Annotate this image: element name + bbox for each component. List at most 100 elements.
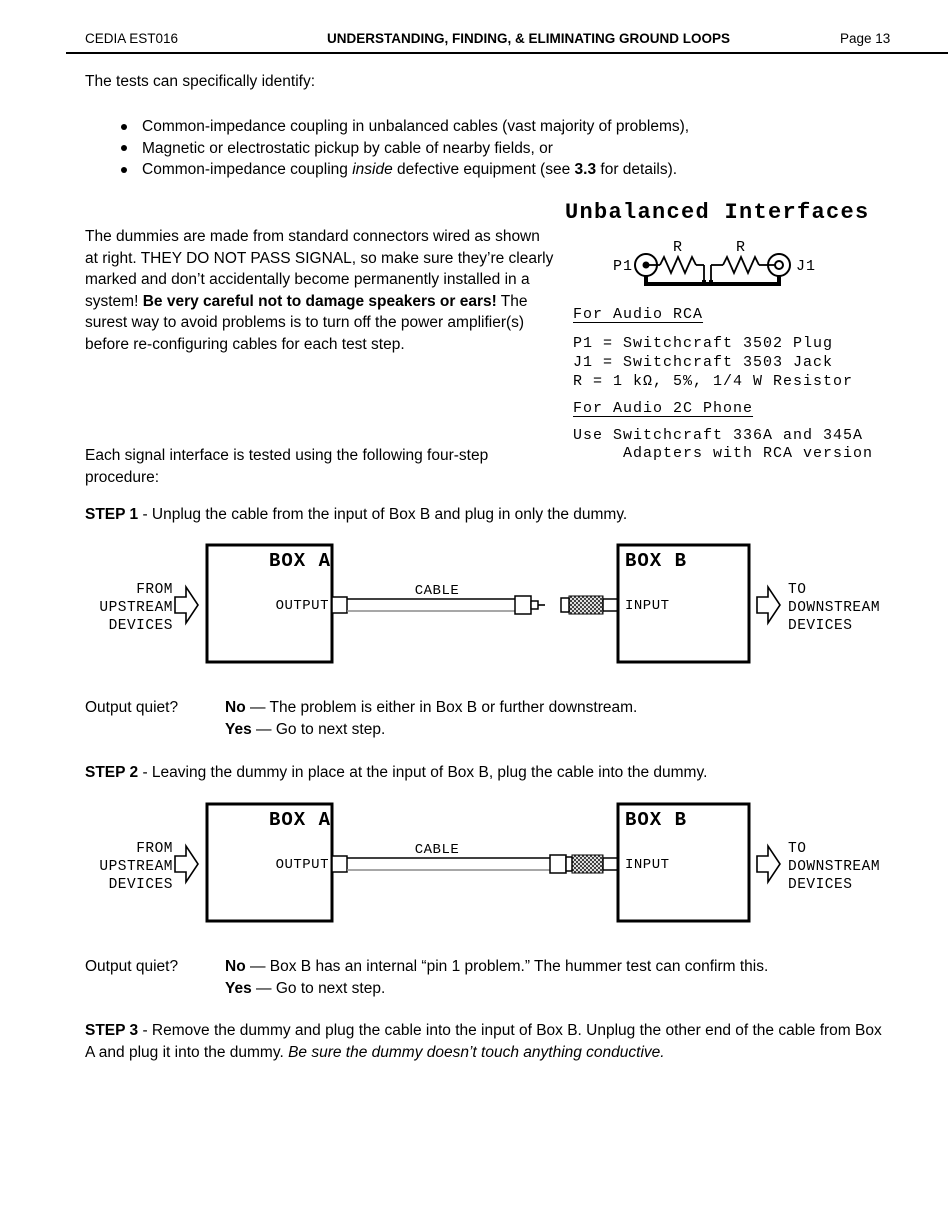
figure-rca-line1: P1 = Switchcraft 3502 Plug [573, 335, 834, 352]
output-connector [331, 855, 348, 873]
from-upstream-label: UPSTREAM [99, 859, 173, 875]
header-rule [66, 52, 948, 54]
step1-label: STEP 1 [85, 506, 139, 523]
flow-arrow-icon [174, 843, 199, 885]
to-downstream-label: DEVICES [788, 618, 852, 634]
resistor-2 [722, 254, 760, 276]
q2-prompt: Output quiet? [85, 958, 179, 975]
header-page-number: Page 13 [840, 31, 891, 46]
figure-rca-line3: R = 1 kΩ, 5%, 1/4 W Resistor [573, 373, 854, 390]
junction-dot [702, 280, 706, 284]
step3-paragraph: STEP 3 - Remove the dummy and plug the c… [85, 1020, 890, 1063]
step1-heading: STEP 1 - Unplug the cable from the input… [85, 504, 905, 526]
q1-yes-label: Yes [225, 721, 252, 738]
q1-no-label: No [225, 699, 246, 716]
from-upstream-label: FROM [136, 841, 173, 857]
rca-jack-contact [774, 260, 784, 270]
from-upstream-label: DEVICES [109, 618, 173, 634]
cable-label: CABLE [415, 842, 460, 858]
box-b-label: BOX B [625, 809, 687, 831]
p1-label: P1 [613, 258, 633, 275]
intro-lead: The tests can specifically identify: [85, 73, 316, 90]
q2-no-line: No — Box B has an internal “pin 1 proble… [225, 956, 768, 978]
q2-no-label: No [225, 958, 246, 975]
to-downstream-label: DOWNSTREAM [788, 600, 880, 616]
dummies-text: The dummies are made from standard conne… [85, 228, 554, 310]
figure-phone-line2: Adapters with RCA version [623, 445, 874, 462]
step2-text: - Leaving the dummy in place at the inpu… [138, 764, 708, 781]
input-label: INPUT [625, 598, 670, 614]
dummies-paragraph: The dummies are made from standard conne… [85, 226, 557, 355]
q1-yes-text: — Go to next step. [251, 721, 386, 738]
dummy-plug [568, 595, 604, 615]
bullet-icon [121, 145, 127, 151]
output-label: OUTPUT [276, 857, 329, 873]
bullet-icon [121, 124, 127, 130]
step2-diagram: FROM UPSTREAM DEVICES BOX A OUTPUT CABLE… [99, 802, 880, 923]
rca-plug-pin [642, 261, 650, 269]
bullet-item-3: Common-impedance coupling inside defecti… [142, 159, 677, 181]
input-connector [602, 857, 619, 871]
q2-yes-line: Yes — Go to next step. [225, 978, 385, 1000]
bullet-icon [121, 167, 127, 173]
step3-label: STEP 3 [85, 1022, 139, 1039]
rca-plug-pin [530, 600, 539, 610]
figure-title: Unbalanced Interfaces [565, 200, 870, 225]
step1-diagram: FROM UPSTREAM DEVICES BOX A OUTPUT CABLE… [99, 543, 880, 664]
step3-text: - Remove the dummy and plug the cable in… [85, 1022, 882, 1061]
box-b-label: BOX B [625, 550, 687, 572]
procedure-intro: Each signal interface is tested using th… [85, 447, 489, 486]
figure-phone-line1: Use Switchcraft 336A and 345A [573, 427, 864, 444]
j1-label: J1 [796, 258, 816, 275]
box-b-rect [616, 543, 751, 664]
q1-yes-line: Yes — Go to next step. [225, 719, 385, 741]
to-downstream-label: DEVICES [788, 877, 852, 893]
flow-arrow-icon [756, 843, 781, 885]
input-label: INPUT [625, 857, 670, 873]
q2-yes-text: — Go to next step. [251, 980, 386, 997]
box-a-label: BOX A [269, 550, 331, 572]
bullet3-italic-word: inside [352, 161, 393, 178]
dummy-schematic: P1 R R J1 [613, 239, 816, 286]
dummies-warning: Be very careful not to damage speakers o… [142, 292, 497, 310]
bullet-item-1: Common-impedance coupling in unbalanced … [142, 118, 690, 135]
cable-label: CABLE [415, 583, 460, 599]
q1-prompt: Output quiet? [85, 699, 179, 716]
bullet3-section-ref: 3.3 [574, 161, 597, 178]
output-label: OUTPUT [276, 598, 329, 614]
figure-rca-line2: J1 = Switchcraft 3503 Jack [573, 354, 834, 371]
from-upstream-label: FROM [136, 582, 173, 598]
rca-plug-body [514, 595, 532, 615]
bullet3-text: Common-impedance coupling [142, 161, 353, 178]
dummies-text: The surest way to avoid problems is to t… [85, 292, 528, 353]
to-downstream-label: TO [788, 841, 806, 857]
step1-text: - Unplug the cable from the input of Box… [138, 506, 628, 523]
box-a-label: BOX A [269, 809, 331, 831]
junction-dot [709, 280, 713, 284]
q1-no-line: No — The problem is either in Box B or f… [225, 697, 637, 719]
resistor-1-label: R [673, 239, 683, 256]
from-upstream-label: UPSTREAM [99, 600, 173, 616]
output-connector [331, 596, 348, 614]
bullet3-text: defective equipment (see [392, 161, 575, 178]
flow-arrow-icon [756, 584, 781, 626]
dummy-cap [560, 597, 570, 613]
from-upstream-label: DEVICES [109, 877, 173, 893]
to-downstream-label: DOWNSTREAM [788, 859, 880, 875]
figure-rca-heading: For Audio RCA [573, 306, 704, 323]
resistor-1 [659, 254, 697, 276]
q2-yes-label: Yes [225, 980, 252, 997]
q2-no-text: — Box B has an internal “pin 1 problem.”… [245, 958, 769, 975]
input-connector [602, 598, 619, 612]
header-doc-id: CEDIA EST016 [85, 31, 179, 46]
bullet3-text: for details). [596, 161, 678, 178]
figure-phone-heading: For Audio 2C Phone [573, 400, 754, 417]
dummy-plug [571, 854, 604, 874]
flow-arrow-icon [174, 584, 199, 626]
q1-no-text: — The problem is either in Box B or furt… [245, 699, 638, 716]
bullet-item-2: Magnetic or electrostatic pickup by cabl… [142, 139, 553, 157]
rca-plug-body [549, 854, 567, 874]
header-title: UNDERSTANDING, FINDING, & ELIMINATING GR… [327, 31, 730, 46]
step2-heading: STEP 2 - Leaving the dummy in place at t… [85, 762, 935, 784]
